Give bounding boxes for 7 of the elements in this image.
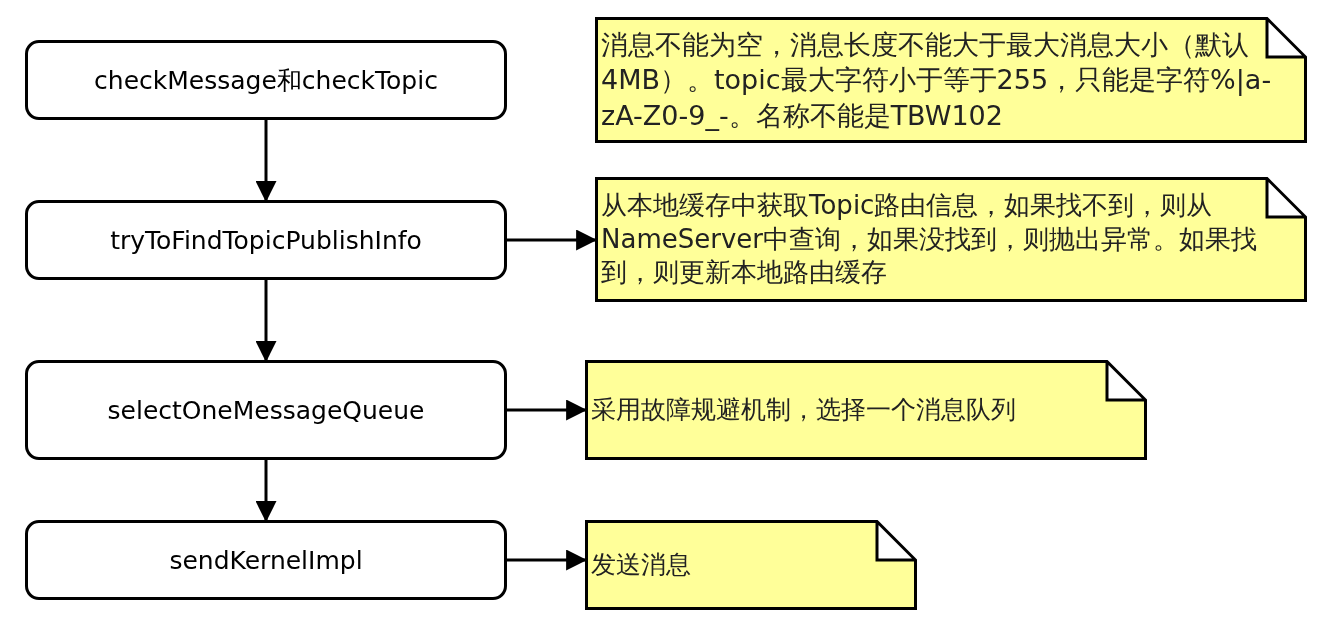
process-box: checkMessage和checkTopic (25, 40, 507, 120)
arrow (507, 549, 588, 571)
process-box: tryToFindTopicPublishInfo (25, 200, 507, 280)
process-box: selectOneMessageQueue (25, 360, 507, 460)
arrow (507, 399, 588, 421)
arrow (507, 229, 598, 251)
process-box: sendKernelImpl (25, 520, 507, 600)
